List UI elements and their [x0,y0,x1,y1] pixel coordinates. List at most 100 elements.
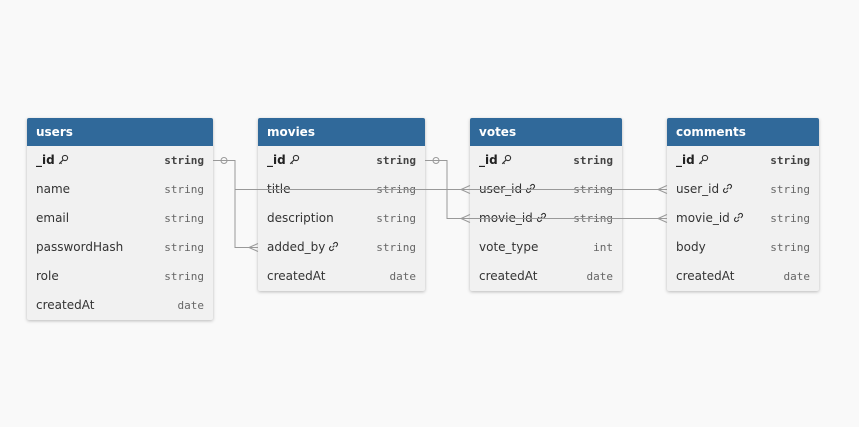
field-name: createdAt [36,291,94,320]
field-type: date [177,299,205,312]
field-type: string [770,183,810,196]
one-cardinality-icon [220,157,228,164]
field-name: role [36,262,59,291]
field-name-text: _id [36,153,55,167]
field-type: string [770,154,810,167]
table-header-votes[interactable]: votes [470,118,622,146]
field-name: _id [267,146,300,176]
field-name: _id [36,146,69,176]
field-row-movies-_id[interactable]: _id string [258,146,425,175]
field-row-votes-_id[interactable]: _id string [470,146,622,175]
field-row-votes-user_id[interactable]: user_id string [470,175,622,204]
field-name: email [36,204,69,233]
crows-foot-icon [460,185,471,194]
field-row-users-email[interactable]: email string [27,204,213,233]
table-header-movies[interactable]: movies [258,118,425,146]
key-icon [289,147,300,176]
field-name-text: movie_id [479,211,533,225]
field-name: user_id [479,175,536,205]
field-name-text: createdAt [479,269,538,283]
field-name-text: description [267,211,334,225]
field-row-votes-movie_id[interactable]: movie_id string [470,204,622,233]
field-row-users-createdAt[interactable]: createdAt date [27,291,213,320]
field-name: movie_id [676,204,744,234]
field-row-votes-createdAt[interactable]: createdAt date [470,262,622,291]
link-icon [328,234,339,263]
field-type: string [164,183,204,196]
field-name: movie_id [479,204,547,234]
field-type: string [573,183,613,196]
field-name: body [676,233,706,262]
field-row-users-_id[interactable]: _id string [27,146,213,175]
field-type: string [376,241,416,254]
field-name-text: createdAt [267,269,326,283]
field-name-text: user_id [479,182,523,196]
relationship-movies-_id-to-votes-movie_id[interactable] [425,160,471,223]
field-row-votes-vote_type[interactable]: vote_type int [470,233,622,262]
field-type: date [783,270,811,283]
key-icon [698,147,709,176]
field-name: createdAt [479,262,537,291]
field-type: string [164,212,204,225]
field-row-comments-user_id[interactable]: user_id string [667,175,819,204]
crows-foot-icon [657,185,668,194]
field-name-text: title [267,182,291,196]
field-type: int [593,241,613,254]
field-name: _id [479,146,512,176]
link-icon [536,205,547,234]
field-name-text: _id [267,153,286,167]
field-name: user_id [676,175,733,205]
field-type: string [573,212,613,225]
field-row-movies-createdAt[interactable]: createdAt date [258,262,425,291]
key-icon [501,147,512,176]
field-name: description [267,204,334,233]
field-name-text: email [36,211,70,225]
link-icon [722,176,733,205]
field-type: date [389,270,417,283]
field-type: string [164,270,204,283]
key-icon [58,147,69,176]
field-name-text: movie_id [676,211,730,225]
crows-foot-icon [460,214,471,223]
one-cardinality-icon [432,157,440,164]
field-type: string [376,154,416,167]
field-name: createdAt [267,262,325,291]
field-row-comments-createdAt[interactable]: createdAt date [667,262,819,291]
field-name: title [267,175,290,204]
field-name: passwordHash [36,233,123,262]
field-row-comments-_id[interactable]: _id string [667,146,819,175]
field-type: string [376,212,416,225]
field-row-movies-title[interactable]: title string [258,175,425,204]
field-type: string [376,183,416,196]
field-name: _id [676,146,709,176]
relationship-users-_id-to-movies-added_by[interactable] [213,160,259,252]
field-name: added_by [267,233,339,263]
crows-foot-icon [248,243,259,252]
field-row-users-role[interactable]: role string [27,262,213,291]
crows-foot-icon [657,214,668,223]
field-row-movies-description[interactable]: description string [258,204,425,233]
field-name-text: body [676,240,706,254]
table-header-users[interactable]: users [27,118,213,146]
field-name-text: added_by [267,240,326,254]
field-type: string [164,154,204,167]
field-name-text: vote_type [479,240,539,254]
field-type: string [573,154,613,167]
table-header-comments[interactable]: comments [667,118,819,146]
field-name-text: createdAt [676,269,735,283]
field-name-text: createdAt [36,298,95,312]
link-icon [525,176,536,205]
field-row-movies-added_by[interactable]: added_by string [258,233,425,262]
field-name: createdAt [676,262,734,291]
field-name-text: user_id [676,182,720,196]
field-type: date [586,270,614,283]
